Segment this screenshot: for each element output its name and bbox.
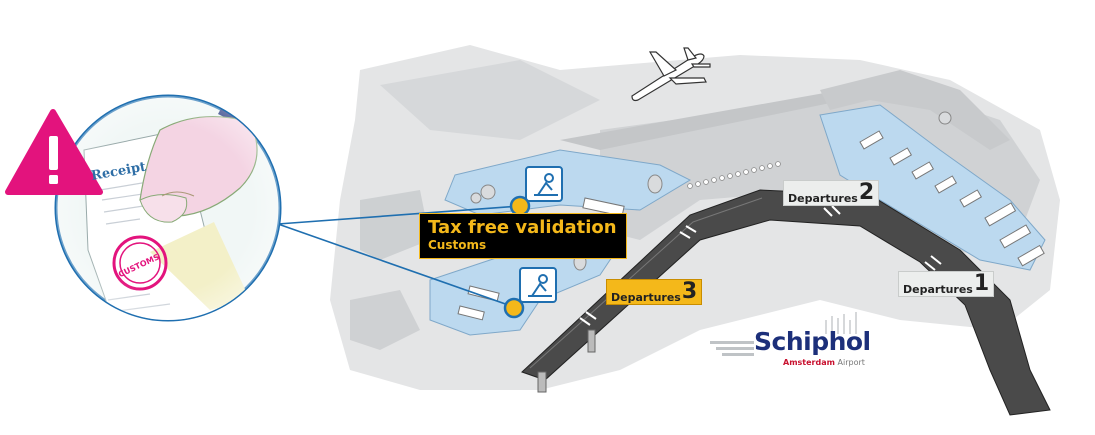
logo-brand: Schiphol	[754, 327, 871, 356]
route-lines	[277, 205, 521, 308]
departures-2-number: 2	[858, 180, 875, 205]
departures-3-tag[interactable]: Departures3	[606, 279, 703, 305]
validation-subtitle: Customs	[428, 238, 487, 252]
departures-1-number: 1	[973, 271, 990, 296]
logo-city: Amsterdam	[783, 358, 835, 367]
departures-2-tag[interactable]: Departures2	[783, 180, 880, 206]
logo-word: Airport	[837, 358, 865, 367]
airplane-icon	[631, 47, 711, 102]
departures-3-number: 3	[681, 279, 698, 304]
customs-marker-upper	[509, 166, 563, 217]
warning-triangle-icon	[5, 109, 103, 195]
validation-title: Tax free validation	[428, 217, 617, 238]
illustration-circle	[54, 94, 282, 322]
customs-marker-lower	[503, 267, 557, 319]
tax-free-validation-callout[interactable]: Tax free validation Customs	[419, 213, 627, 259]
schiphol-logo: Schiphol Amsterdam Airport	[708, 315, 871, 375]
schiphol-logo-mark	[710, 312, 857, 356]
departures-1-tag[interactable]: Departures1	[898, 271, 995, 297]
departures-3-label: Departures	[611, 291, 681, 304]
walkway-dots	[687, 161, 781, 189]
departures-2-label: Departures	[788, 192, 858, 205]
departures-1-label: Departures	[903, 283, 973, 296]
logo-subtitle: Amsterdam Airport	[783, 358, 865, 367]
